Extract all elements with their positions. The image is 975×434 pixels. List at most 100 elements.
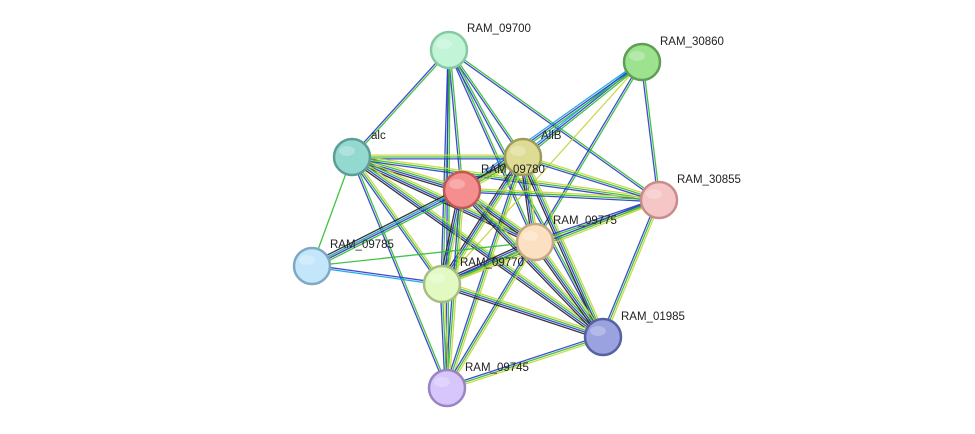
node-circle[interactable]: [292, 246, 332, 286]
edge-evidence-line: [440, 286, 603, 341]
edge-evidence-line: [460, 59, 642, 189]
node-circle[interactable]: [429, 30, 469, 70]
edge-RAM_30860-RAM_09775[interactable]: [533, 61, 644, 243]
edge-alc-RAM_09745[interactable]: [350, 156, 449, 389]
node-highlight: [299, 255, 315, 265]
edge-evidence-line: [312, 190, 463, 268]
edge-RAM_09785-RAM_09770[interactable]: [311, 264, 443, 286]
edge-RAM_09780-RAM_30855[interactable]: [461, 187, 660, 203]
edge-evidence-line: [640, 62, 659, 201]
node-RAM_09780[interactable]: [442, 170, 482, 210]
edge-evidence-line: [600, 199, 658, 337]
edge-RAM_09700-RAM_09770[interactable]: [440, 49, 451, 285]
edge-evidence-line: [463, 187, 606, 336]
edge-evidence-line: [535, 62, 644, 243]
edge-evidence-line: [349, 158, 602, 340]
edge-RAM_30855-RAM_09775[interactable]: [534, 197, 660, 245]
node-highlight: [449, 179, 465, 189]
edge-evidence-line: [349, 157, 441, 286]
edge-alc-RAM_09785[interactable]: [311, 156, 353, 267]
edge-evidence-line: [446, 334, 603, 387]
edge-RAM_01985-RAM_09745[interactable]: [446, 334, 604, 391]
edge-RAM_09780-RAM_01985[interactable]: [459, 187, 606, 340]
node-label-AllB: AllB: [541, 130, 562, 142]
edge-evidence-line: [446, 241, 536, 389]
node-label-RAM_09785: RAM_09785: [330, 239, 394, 251]
edge-evidence-line: [441, 284, 603, 339]
node-RAM_09700[interactable]: [429, 30, 469, 70]
node-RAM_09775[interactable]: [515, 222, 555, 262]
node-circle[interactable]: [515, 222, 555, 262]
node-RAM_09785[interactable]: [292, 246, 332, 286]
node-RAM_01985[interactable]: [583, 317, 623, 357]
node-RAM_09745[interactable]: [427, 368, 467, 408]
node-circle[interactable]: [427, 368, 467, 408]
edge-evidence-line: [311, 241, 536, 267]
edge-evidence-line: [439, 155, 522, 283]
edge-evidence-line: [447, 50, 451, 389]
node-highlight: [646, 189, 662, 199]
edge-evidence-line: [604, 200, 662, 338]
node-circle[interactable]: [442, 170, 482, 210]
edge-RAM_09775-RAM_01985[interactable]: [532, 239, 606, 340]
node-alc[interactable]: [332, 137, 372, 177]
edge-RAM_30855-RAM_01985[interactable]: [600, 199, 662, 338]
edge-evidence-line: [459, 191, 602, 340]
edge-evidence-line: [353, 154, 606, 336]
edge-evidence-line: [522, 158, 659, 203]
node-circle[interactable]: [503, 137, 543, 177]
edge-evidence-line: [602, 199, 660, 338]
edge-evidence-line: [446, 336, 604, 389]
edge-RAM_09775-RAM_09745[interactable]: [444, 240, 538, 390]
node-highlight: [339, 146, 355, 156]
edge-AllB-RAM_01985[interactable]: [519, 155, 607, 339]
edge-evidence-line: [522, 156, 660, 201]
edge-evidence-line: [535, 201, 660, 245]
edge-RAM_30860-RAM_30855[interactable]: [640, 61, 661, 201]
nodes-layer: [292, 30, 679, 408]
node-circle[interactable]: [639, 180, 679, 220]
edge-RAM_09770-RAM_01985[interactable]: [440, 280, 605, 341]
edge-evidence-line: [351, 156, 443, 285]
edge-evidence-line: [535, 241, 605, 337]
node-highlight: [522, 231, 538, 241]
node-label-RAM_30860: RAM_30860: [660, 36, 724, 48]
edge-AllB-RAM_30855[interactable]: [522, 154, 660, 203]
node-highlight: [436, 39, 452, 49]
edge-evidence-line: [350, 159, 462, 194]
node-circle[interactable]: [332, 137, 372, 177]
node-circle[interactable]: [622, 42, 662, 82]
edge-evidence-line: [449, 49, 464, 190]
edge-evidence-line: [521, 157, 603, 338]
edge-evidence-line: [311, 188, 462, 266]
node-AllB[interactable]: [503, 137, 543, 177]
node-label-RAM_01985: RAM_01985: [621, 311, 685, 323]
edge-evidence-line: [310, 186, 462, 265]
node-label-RAM_09780: RAM_09780: [481, 164, 545, 176]
node-RAM_09770[interactable]: [422, 264, 462, 304]
node-RAM_30860[interactable]: [622, 42, 662, 82]
edge-evidence-line: [534, 199, 660, 243]
edge-evidence-line: [446, 156, 524, 389]
edge-RAM_09700-alc[interactable]: [350, 48, 451, 159]
edge-evidence-line: [447, 50, 535, 243]
edge-evidence-line: [533, 242, 603, 338]
edge-evidence-line: [447, 338, 604, 391]
edge-evidence-line: [461, 61, 643, 191]
edge-evidence-line: [523, 62, 644, 159]
edge-evidence-line: [448, 157, 526, 389]
edge-RAM_09775-RAM_09785[interactable]: [311, 241, 536, 267]
node-circle[interactable]: [422, 264, 462, 304]
node-highlight: [429, 273, 445, 283]
node-circle[interactable]: [583, 317, 623, 357]
edge-evidence-line: [352, 156, 449, 388]
edge-RAM_09780-RAM_09785[interactable]: [310, 186, 464, 270]
edge-evidence-line: [525, 155, 607, 337]
edge-evidence-line: [523, 154, 660, 199]
edge-evidence-line: [462, 187, 660, 199]
edge-evidence-line: [460, 190, 603, 339]
node-RAM_30855[interactable]: [639, 180, 679, 220]
edge-evidence-line: [312, 191, 464, 270]
edge-evidence-line: [442, 282, 604, 337]
